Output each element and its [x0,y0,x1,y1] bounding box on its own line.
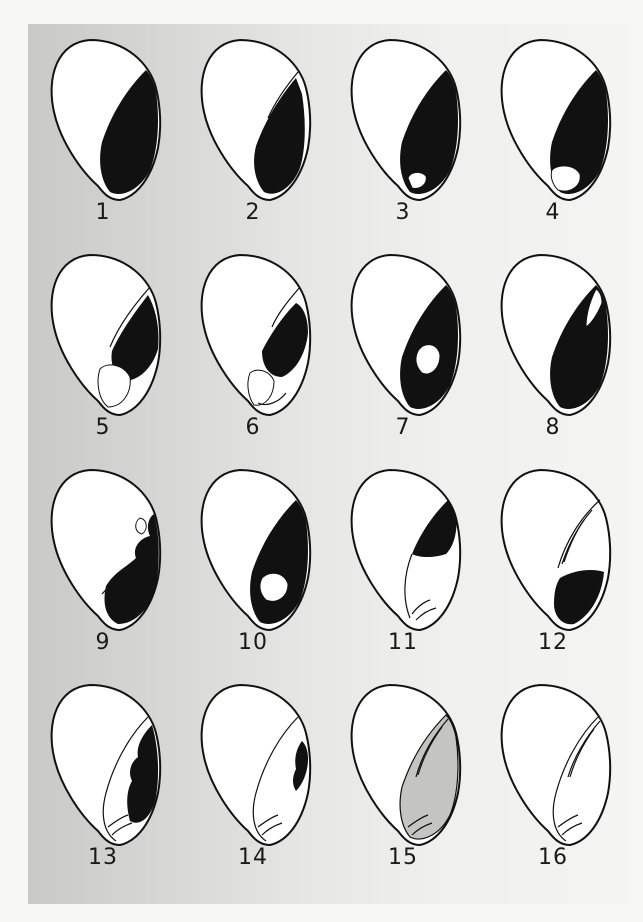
shell-drawing [328,28,478,206]
figure-number: 7 [328,415,478,440]
shell-drawing [478,673,628,851]
figure-number: 2 [178,200,328,225]
shell-drawing [478,458,628,636]
shell-figure-5: 5 [28,243,178,458]
shell-figure-11: 11 [328,458,478,673]
shell-figure-4: 4 [478,28,628,243]
shell-figure-16: 16 [478,673,628,888]
shell-drawing [178,673,328,851]
shell-drawing [328,243,478,421]
shell-drawing [28,458,178,636]
shell-figure-2: 2 [178,28,328,243]
shell-drawing [28,243,178,421]
shell-figure-15: 15 [328,673,478,888]
shell-drawing [28,28,178,206]
figure-number: 4 [478,200,628,225]
shell-outline [502,685,611,845]
shell-drawing [328,458,478,636]
figure-number: 16 [478,845,628,870]
figure-number: 11 [328,630,478,655]
shell-drawing [478,243,628,421]
light-region [551,166,580,191]
shell-drawing [328,673,478,851]
shell-figure-14: 14 [178,673,328,888]
figure-number: 15 [328,845,478,870]
shell-figure-10: 10 [178,458,328,673]
figure-number: 12 [478,630,628,655]
shell-drawing [178,28,328,206]
shell-figure-1: 1 [28,28,178,243]
figure-number: 5 [28,415,178,440]
figure-number: 10 [178,630,328,655]
shell-figure-6: 6 [178,243,328,458]
figure-number: 8 [478,415,628,440]
light-region [136,518,147,534]
figure-number: 14 [178,845,328,870]
shell-drawing [178,458,328,636]
shell-drawing [478,28,628,206]
shell-figure-3: 3 [328,28,478,243]
shell-drawing [178,243,328,421]
figure-number: 1 [28,200,178,225]
shell-figure-9: 9 [28,458,178,673]
figure-number: 13 [28,845,178,870]
figure-number: 3 [328,200,478,225]
shell-figure-12: 12 [478,458,628,673]
shell-figure-8: 8 [478,243,628,458]
dark-region [554,570,604,624]
figure-number: 9 [28,630,178,655]
figure-number: 6 [178,415,328,440]
shell-figure-13: 13 [28,673,178,888]
shell-figure-7: 7 [328,243,478,458]
shell-outline [202,685,311,845]
shell-drawing [28,673,178,851]
